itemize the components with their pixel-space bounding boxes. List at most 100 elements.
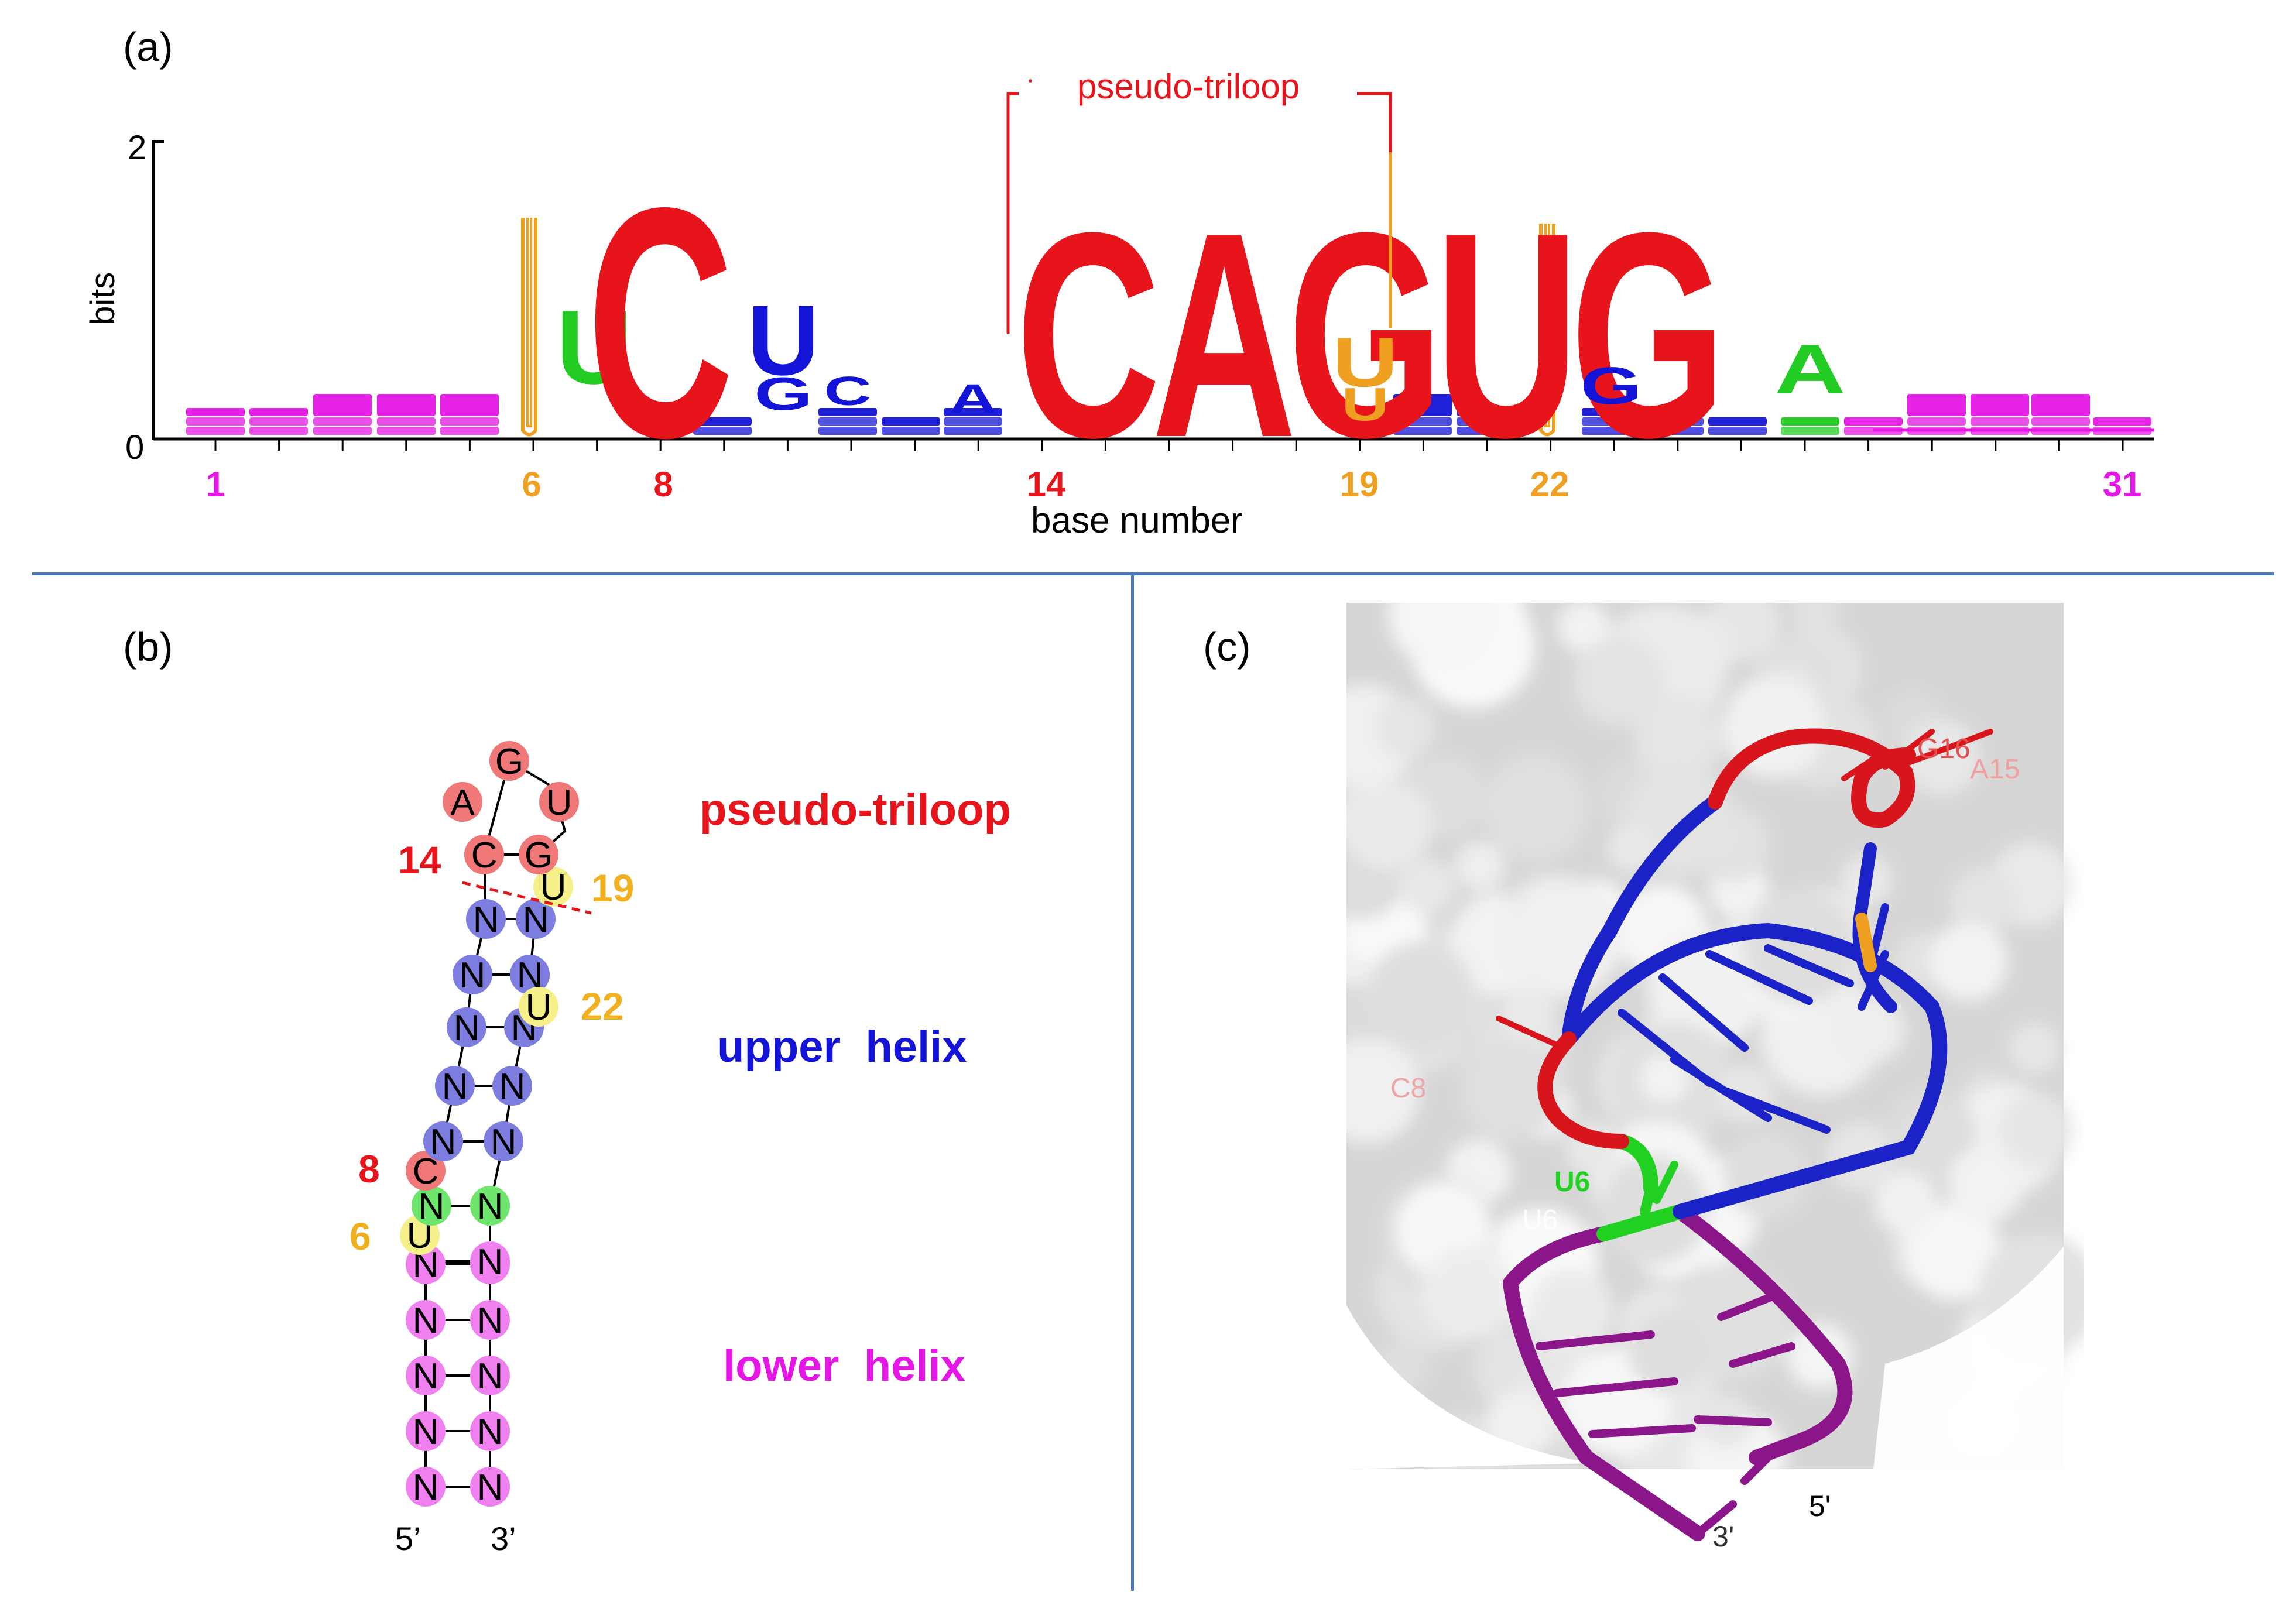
- surface-blob: [1949, 867, 2017, 935]
- label-g16: G16: [1917, 733, 1971, 764]
- svg-text:N: N: [491, 1122, 517, 1162]
- logo-minor-letter: [440, 417, 499, 426]
- upper-helix-base: N: [492, 1066, 532, 1107]
- surface-blob: [1528, 1268, 1613, 1353]
- upper-helix-base: N: [466, 899, 506, 940]
- logo-minor-letter: [882, 417, 940, 426]
- loop-base-a: A: [443, 782, 482, 823]
- logo-minor-letter: [1645, 417, 1704, 426]
- logo-minor-letter: [1645, 427, 1704, 435]
- surface-blob: [1346, 781, 1431, 869]
- x-axis-label: base number: [1031, 500, 1243, 541]
- logo-minor-letter: [818, 427, 877, 435]
- surface-blob: [1421, 1245, 1516, 1340]
- num-22: 22: [581, 985, 623, 1028]
- surface-blob: [1599, 1155, 1709, 1265]
- logo-minor-letter: [440, 427, 499, 435]
- svg-text:A: A: [450, 783, 475, 823]
- loop-base-u: U: [539, 782, 579, 823]
- label-lower-helix: lower helix: [723, 1341, 965, 1391]
- tick-label-22: 22: [1530, 465, 1569, 504]
- svg-text:N: N: [523, 900, 549, 940]
- tick-label-14: 14: [1027, 465, 1066, 504]
- lower-helix-base: N: [470, 1356, 510, 1397]
- svg-text:N: N: [477, 1301, 503, 1341]
- logo-minor-letter: [1907, 394, 1966, 416]
- logo-minor-letter: [1971, 417, 2029, 426]
- logo-minor-letter: [1971, 394, 2029, 416]
- surface-blob: [1399, 859, 1455, 915]
- logo-minor-letter: [1393, 417, 1452, 426]
- svg-text:N: N: [477, 1356, 503, 1397]
- logo-minor-letter: [440, 394, 499, 416]
- logo-minor-letter: [1844, 417, 1903, 426]
- tick-label-6: 6: [522, 465, 541, 504]
- loop-base-c14: C: [464, 835, 504, 876]
- bulge-u6: U: [400, 1215, 440, 1256]
- surface-blob: [1947, 1147, 2024, 1223]
- loop-boundary-dash: [462, 881, 592, 915]
- surface-blob: [1635, 695, 1722, 782]
- sequence-logo: 2 0 bits U C U G C A CAGUG U G U G A pse…: [84, 67, 2154, 541]
- loop-base-g-top: G: [489, 741, 529, 782]
- surface-blob: [1557, 603, 1610, 653]
- svg-text:N: N: [454, 1008, 480, 1048]
- green-base: N: [470, 1186, 510, 1227]
- svg-text:N: N: [442, 1066, 468, 1107]
- logo-c-pos11: C: [824, 368, 872, 414]
- logo-minor-letter: [2031, 417, 2090, 426]
- label-a15: A15: [1970, 754, 2020, 785]
- logo-minor-letter: [693, 427, 752, 435]
- num-14: 14: [398, 838, 441, 881]
- label-pseudo-triloop: pseudo-triloop: [700, 785, 1011, 835]
- logo-minor-letter: [1457, 417, 1515, 426]
- triloop-3d: [1708, 728, 1993, 828]
- lower-helix-base: N: [406, 1411, 446, 1452]
- logo-minor-letter: [1582, 427, 1640, 435]
- logo-minor-letter: [1781, 417, 1839, 426]
- logo-minor-letter: [1457, 408, 1515, 416]
- lower-helix-base: N: [470, 1467, 510, 1508]
- logo-minor-letter: [313, 394, 372, 416]
- logo-minor-letter: [249, 417, 308, 426]
- svg-text:G: G: [495, 742, 523, 782]
- svg-text:CAGUG: CAGUG: [1016, 171, 1717, 498]
- svg-text:N: N: [413, 1467, 439, 1508]
- panel-b-label: (b): [123, 624, 173, 670]
- loop-base-g: G: [519, 835, 558, 876]
- logo-g-pos10: G: [754, 367, 813, 420]
- logo-a-pos13: A: [950, 375, 997, 421]
- surface-blob: [1884, 1089, 1976, 1181]
- logo-c-pos19: U: [1332, 323, 1399, 402]
- end-5prime: 5’: [395, 1520, 421, 1557]
- surface-blob: [2009, 1023, 2059, 1073]
- logo-minor-letter: [818, 408, 877, 416]
- panel-a-label: (a): [123, 24, 173, 70]
- logo-minor-letter: [944, 417, 1002, 426]
- svg-text:N: N: [473, 900, 499, 940]
- surface-blob: [1908, 1206, 2002, 1301]
- surface-blob: [1608, 825, 1656, 873]
- logo-minor-letter: [818, 417, 877, 426]
- surface-blob: [1791, 603, 1840, 634]
- surface-blob: [1460, 1044, 1558, 1141]
- logo-minor-letter: [1457, 427, 1515, 435]
- surface-blob: [1929, 922, 2008, 1001]
- y-tick-2: 2: [128, 129, 146, 167]
- logo-u-pos6: [521, 218, 537, 437]
- lower-helix-base: N: [470, 1300, 510, 1341]
- logo-minor-letter: [249, 427, 308, 435]
- logo-g-pos23: G: [1580, 356, 1642, 415]
- surface-blob: [1388, 603, 1497, 668]
- label-u6-green: U6: [1554, 1167, 1590, 1198]
- secondary-structure: NNNNNNNNNNUNNNCNNNNNNNNNNUUCGAGU 14 19 2…: [349, 741, 634, 1557]
- logo-minor-letter: [2093, 417, 2151, 426]
- svg-text:C: C: [471, 835, 498, 876]
- surface-blob: [1574, 636, 1664, 726]
- upper-helix-base: N: [484, 1121, 523, 1162]
- logo-minor-letter: [249, 408, 308, 416]
- logo-minor-letter: [377, 417, 436, 426]
- label-5prime: 5': [1809, 1490, 1831, 1522]
- logo-minor-letter: [1781, 427, 1839, 435]
- surface-blob: [1999, 1093, 2074, 1168]
